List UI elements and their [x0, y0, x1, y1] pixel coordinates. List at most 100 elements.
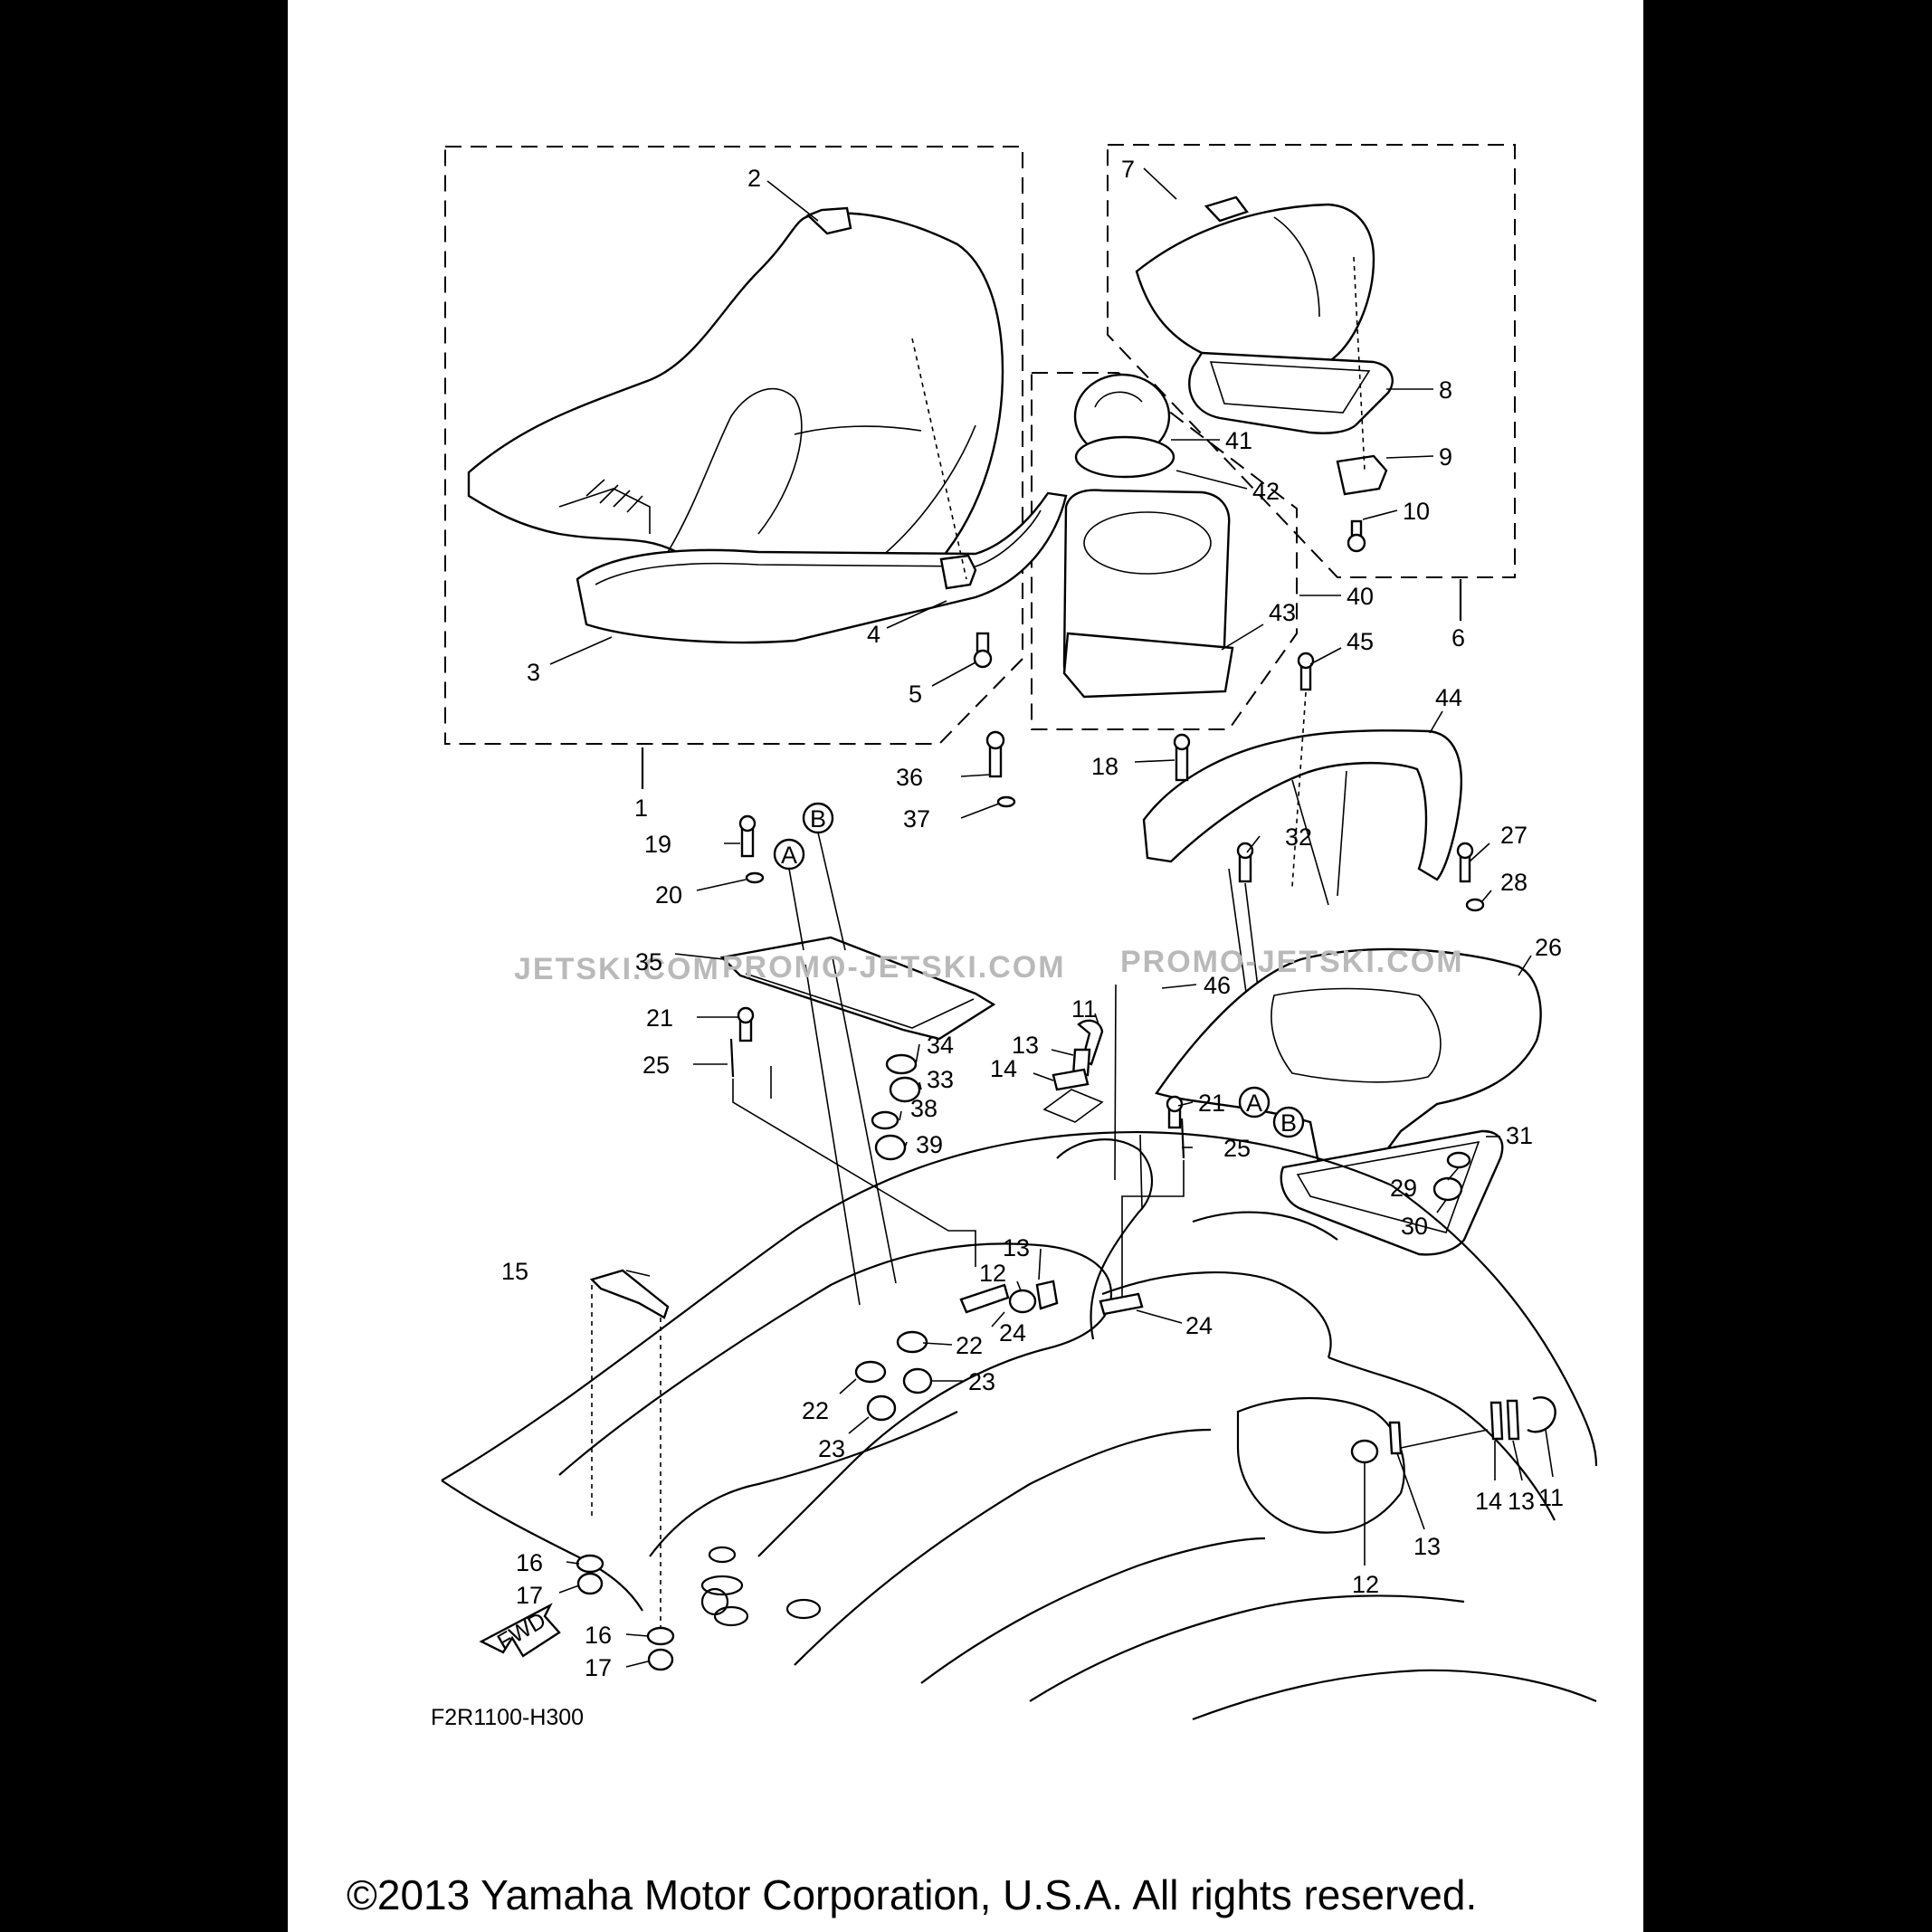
callout-1: 1: [634, 795, 648, 822]
watermark-center: PROMO-JETSKI.COM: [722, 950, 1066, 985]
grommet-16-right: [646, 1626, 675, 1646]
callout-7: 7: [1121, 156, 1135, 183]
callout-5: 5: [909, 680, 922, 708]
callout-42: 42: [1252, 478, 1280, 505]
callout-37: 37: [903, 805, 930, 833]
bracket-15: [589, 1269, 670, 1319]
rear-seat-part: [1135, 195, 1375, 374]
bracket-9: [1336, 454, 1388, 496]
nut-33: [889, 1076, 921, 1103]
callout-25-right: 25: [1223, 1135, 1251, 1162]
group-box-1: [444, 146, 1023, 745]
ref-circle-a-lower: A: [1238, 1086, 1271, 1118]
callout-12-hull: 12: [1352, 1571, 1379, 1598]
callout-24-left: 24: [999, 1319, 1026, 1347]
callout-13-side: 13: [1508, 1488, 1535, 1515]
callout-20: 20: [655, 881, 682, 909]
strap-13-hull: [1388, 1421, 1403, 1455]
callout-33: 33: [927, 1066, 954, 1093]
callout-6: 6: [1451, 624, 1465, 652]
callout-40: 40: [1347, 583, 1374, 610]
callout-3: 3: [527, 659, 540, 686]
plate-35: [719, 936, 996, 1041]
callout-43: 43: [1269, 599, 1296, 626]
callout-2: 2: [747, 165, 761, 192]
watermark-left: JETSKI.COM: [514, 952, 720, 986]
callout-12-center: 12: [979, 1260, 1006, 1287]
nut-12-hull: [1350, 1439, 1379, 1464]
washer-38: [871, 1110, 899, 1130]
callout-39: 39: [916, 1131, 943, 1158]
callout-22-lower: 22: [802, 1397, 829, 1424]
svg-text:A: A: [781, 842, 797, 869]
hull-deck: [441, 1130, 1598, 1721]
callout-23-upper: 23: [968, 1368, 995, 1395]
callout-26: 26: [1535, 934, 1562, 961]
callout-14-side: 14: [1475, 1488, 1502, 1515]
main-seat-part: [467, 206, 1004, 614]
diagram-code: F2R1100-H300: [431, 1705, 584, 1730]
callout-25-left: 25: [642, 1052, 670, 1079]
seat-assembly-diagram: FWD B A A B JETSKI.COM PROMO-JETSKI.COM …: [347, 144, 1598, 1918]
callout-35: 35: [635, 948, 662, 976]
parts-diagram-sheet: FWD B A A B JETSKI.COM PROMO-JETSKI.COM …: [288, 0, 1643, 1932]
callout-9: 9: [1439, 443, 1452, 471]
watermark-right: PROMO-JETSKI.COM: [1120, 945, 1464, 979]
grommet-22-lower: [854, 1360, 887, 1384]
group-box-6: [1107, 144, 1516, 578]
ref-circle-b-lower: B: [1272, 1106, 1305, 1138]
callout-11: 11: [1071, 995, 1097, 1023]
o-ring-42: [1074, 435, 1175, 479]
ref-circle-a-upper: A: [773, 838, 805, 871]
callout-24-right: 24: [1185, 1312, 1213, 1339]
svg-text:A: A: [1246, 1090, 1262, 1117]
callout-32: 32: [1285, 823, 1312, 851]
callout-8: 8: [1439, 376, 1452, 404]
callout-13-center: 13: [1003, 1234, 1030, 1261]
callout-10: 10: [1403, 498, 1430, 525]
strap-13-upper: [1071, 1048, 1091, 1077]
copyright-notice: ©2013 Yamaha Motor Corporation, U.S.A. A…: [347, 1871, 1477, 1918]
nut-23-upper: [902, 1367, 933, 1394]
nut-12-center: [1008, 1289, 1037, 1314]
cushion-29: [1446, 1151, 1471, 1169]
callout-34: 34: [927, 1032, 954, 1059]
callout-16-right: 16: [585, 1622, 612, 1649]
callout-38: 38: [910, 1095, 937, 1122]
strap-13-side: [1506, 1399, 1520, 1441]
callout-36: 36: [896, 764, 923, 791]
washer-28: [1465, 898, 1485, 912]
callout-44: 44: [1435, 684, 1462, 711]
callout-21-right: 21: [1198, 1090, 1225, 1117]
hook-11-side: [1527, 1396, 1556, 1433]
grommet-22-upper: [896, 1330, 928, 1354]
nut-23-lower: [866, 1394, 897, 1422]
washer-20: [745, 871, 765, 884]
callout-30: 30: [1401, 1213, 1428, 1240]
strap-13-center: [1035, 1280, 1059, 1310]
ref-circle-b-upper: B: [802, 802, 834, 834]
svg-text:B: B: [810, 805, 826, 833]
clip-14-side: [1489, 1401, 1504, 1441]
callout-13-hull: 13: [1413, 1533, 1441, 1560]
callout-19: 19: [644, 831, 671, 858]
callout-29: 29: [1390, 1175, 1417, 1202]
callout-17-right: 17: [585, 1654, 612, 1681]
plate-24-left: [959, 1283, 1010, 1314]
callout-22-upper: 22: [956, 1332, 983, 1359]
callout-45: 45: [1347, 628, 1374, 655]
callout-15: 15: [501, 1258, 528, 1285]
clip-14-upper: [1052, 1068, 1090, 1091]
fwd-arrow-icon: FWD: [479, 1603, 561, 1658]
nut-17-right: [647, 1648, 674, 1671]
nut-39: [874, 1134, 907, 1161]
callouts: 2 3 4 5 1 7 8 9 10 6 41 42 40 43 45 44 3…: [501, 156, 1564, 1681]
grab-handle-44: [1142, 729, 1462, 881]
callout-17-left: 17: [516, 1582, 543, 1609]
callout-16-left: 16: [516, 1549, 543, 1576]
callout-27: 27: [1500, 822, 1528, 849]
callout-18: 18: [1091, 753, 1118, 780]
callout-46: 46: [1204, 972, 1231, 999]
plate-24-right: [1099, 1292, 1144, 1316]
bracket-4: [939, 554, 977, 590]
